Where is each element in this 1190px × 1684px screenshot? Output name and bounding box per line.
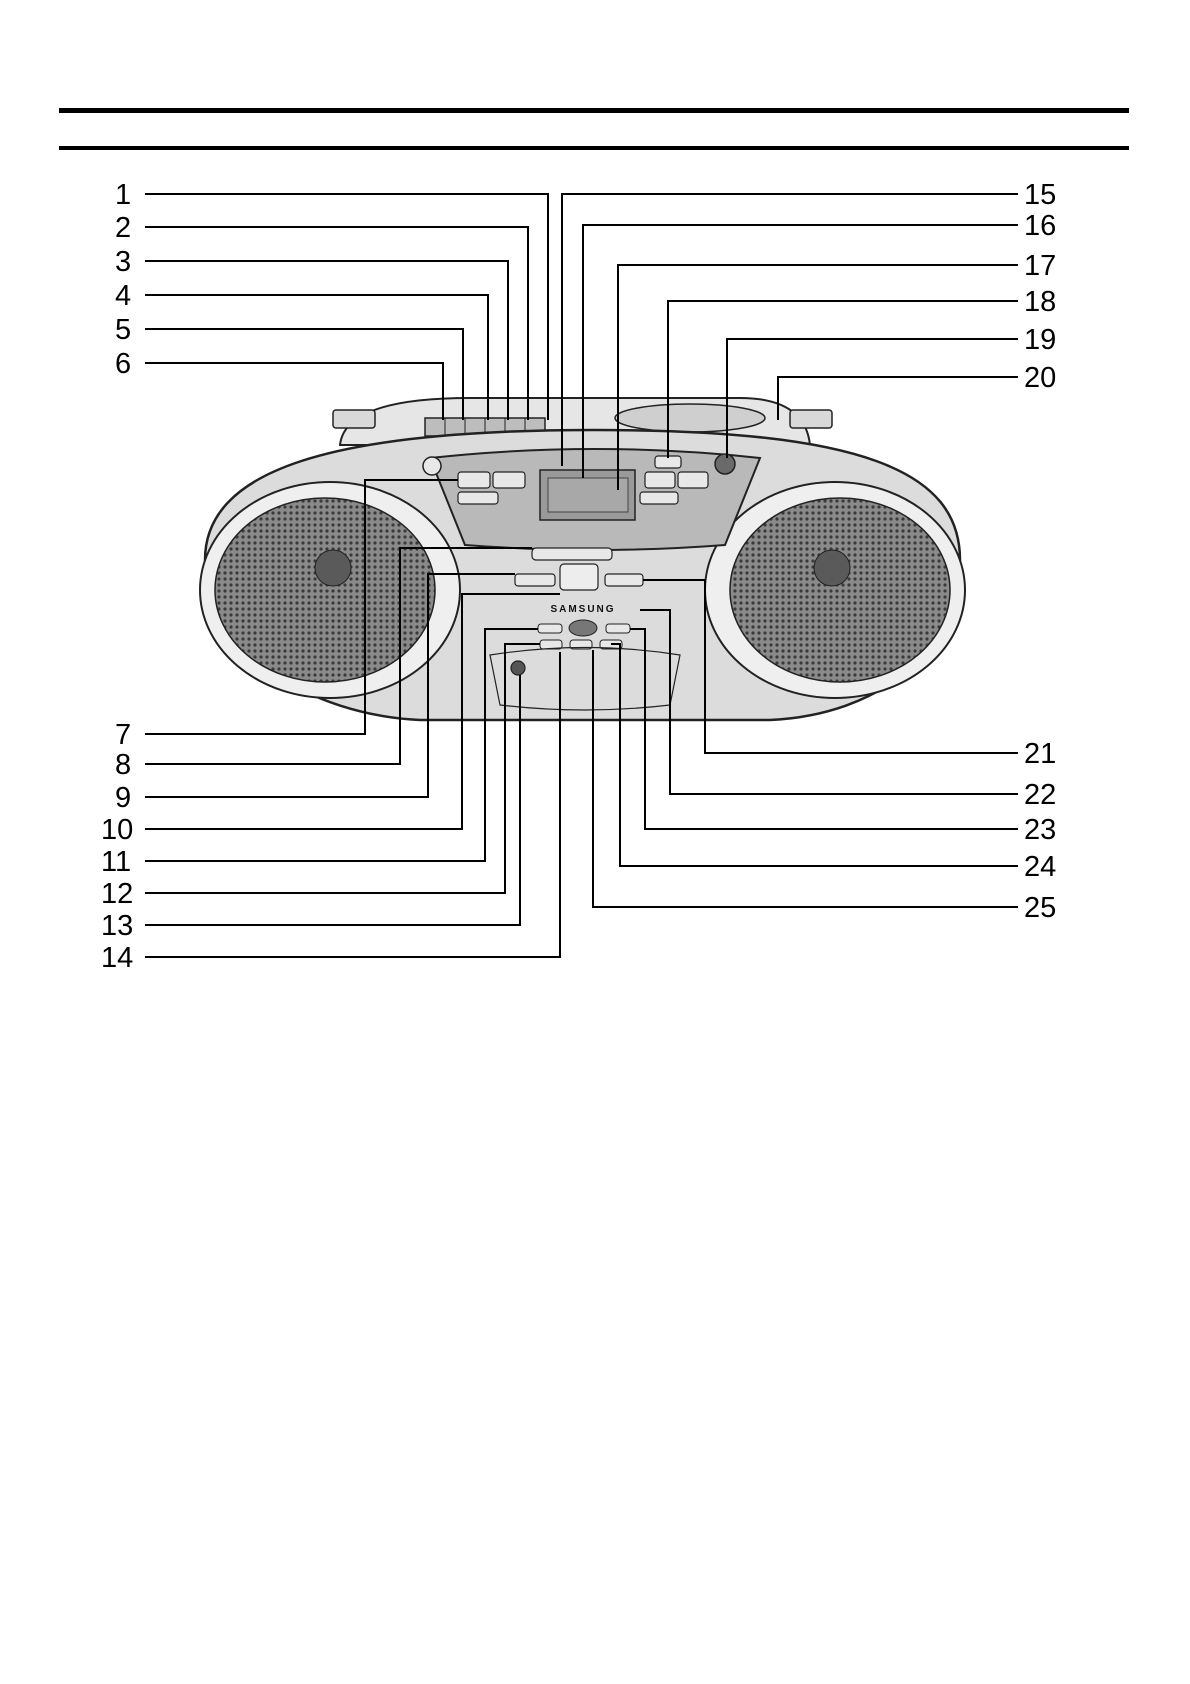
callout-15: 15 bbox=[1024, 179, 1056, 211]
left-speaker bbox=[199, 481, 461, 699]
callout-numbers-left-bottom: 7 8 9 10 11 12 13 14 bbox=[101, 719, 133, 974]
volume-down-button[interactable] bbox=[537, 623, 563, 634]
callout-17: 17 bbox=[1024, 250, 1056, 282]
callout-18: 18 bbox=[1024, 286, 1056, 318]
callout-numbers-right-bottom: 21 22 23 24 25 bbox=[1024, 738, 1056, 924]
repeat-button[interactable] bbox=[531, 547, 613, 561]
open-knob-right[interactable] bbox=[714, 453, 736, 475]
callout-10: 10 bbox=[101, 814, 133, 846]
callout-7: 7 bbox=[115, 719, 131, 751]
callout-12: 12 bbox=[101, 878, 133, 910]
callout-9: 9 bbox=[115, 782, 131, 814]
callout-14: 14 bbox=[101, 942, 133, 974]
function-button[interactable] bbox=[559, 563, 599, 591]
handle-left-end bbox=[332, 409, 376, 429]
mode-button[interactable] bbox=[514, 573, 556, 587]
callout-4: 4 bbox=[115, 280, 131, 312]
phones-jack[interactable] bbox=[510, 660, 526, 676]
stop-button[interactable] bbox=[492, 471, 526, 489]
header-rule-top bbox=[59, 108, 1129, 113]
callout-5: 5 bbox=[115, 314, 131, 346]
callout-25: 25 bbox=[1024, 892, 1056, 924]
volume-knob[interactable] bbox=[568, 619, 598, 637]
tuning-down-button[interactable] bbox=[677, 471, 709, 489]
callout-2: 2 bbox=[115, 212, 131, 244]
callout-13: 13 bbox=[101, 910, 133, 942]
tape-button[interactable] bbox=[604, 573, 644, 587]
callout-23: 23 bbox=[1024, 814, 1056, 846]
play-pause-button[interactable] bbox=[457, 471, 491, 489]
handle-right-end bbox=[789, 409, 833, 429]
callout-1: 1 bbox=[115, 179, 131, 211]
callout-leaders bbox=[145, 193, 1018, 958]
callout-6: 6 bbox=[115, 348, 131, 380]
skip-forward-button[interactable] bbox=[639, 491, 679, 505]
callout-16: 16 bbox=[1024, 210, 1056, 242]
right-speaker bbox=[704, 481, 966, 699]
header-rule-bottom bbox=[59, 146, 1129, 150]
callout-24: 24 bbox=[1024, 851, 1056, 883]
callout-19: 19 bbox=[1024, 324, 1056, 356]
cd-lid bbox=[614, 403, 766, 433]
callout-8: 8 bbox=[115, 749, 131, 781]
callout-21: 21 bbox=[1024, 738, 1056, 770]
tuning-up-button[interactable] bbox=[644, 471, 676, 489]
callout-3: 3 bbox=[115, 246, 131, 278]
callout-numbers-right-top: 15 16 17 18 19 20 bbox=[1024, 179, 1056, 394]
callout-11: 11 bbox=[101, 846, 131, 878]
boombox-illustration: SAMSUNG bbox=[199, 397, 966, 722]
brand-logo: SAMSUNG bbox=[550, 604, 615, 615]
skip-back-button[interactable] bbox=[457, 491, 499, 505]
display-inner bbox=[547, 477, 629, 513]
callout-22: 22 bbox=[1024, 779, 1056, 811]
callout-20: 20 bbox=[1024, 362, 1056, 394]
callout-numbers-left-top: 1 2 3 4 5 6 bbox=[115, 179, 131, 380]
timer-button[interactable] bbox=[569, 639, 593, 650]
open-knob-left[interactable] bbox=[422, 456, 442, 476]
volume-up-button[interactable] bbox=[605, 623, 631, 634]
